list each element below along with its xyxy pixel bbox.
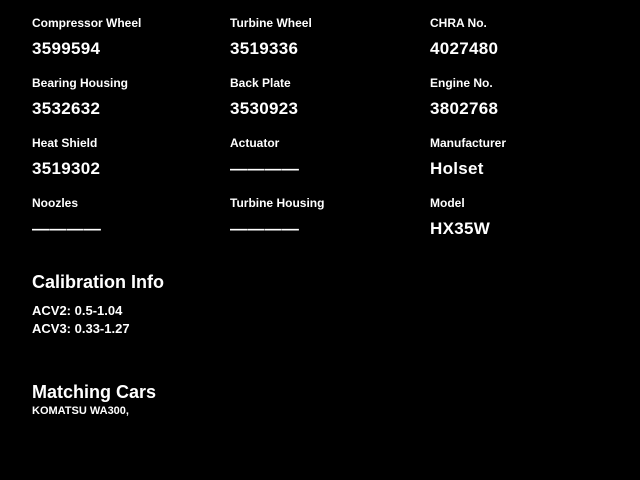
field-value: HX35W <box>430 219 491 238</box>
calibration-lines: ACV2: 0.5-1.04 ACV3: 0.33-1.27 <box>32 302 164 338</box>
field-value: 3802768 <box>430 99 499 118</box>
field-value: 3519336 <box>230 39 299 58</box>
field-label: CHRA No. <box>430 16 487 30</box>
field-label: Compressor Wheel <box>32 16 142 30</box>
field-engine-no: Engine No. 3802768 <box>430 76 610 136</box>
field-noozles: Noozles ———— <box>32 196 230 256</box>
matching-cars-text: KOMATSU WA300, <box>32 405 129 417</box>
field-turbine-housing: Turbine Housing ———— <box>230 196 430 256</box>
calibration-line-acv3: ACV3: 0.33-1.27 <box>32 321 130 336</box>
field-bearing-housing: Bearing Housing 3532632 <box>32 76 230 136</box>
calibration-section: Calibration Info ACV2: 0.5-1.04 ACV3: 0.… <box>32 271 164 338</box>
field-value: 3532632 <box>32 99 101 118</box>
field-value-dash: ———— <box>32 219 102 238</box>
field-label: Heat Shield <box>32 136 98 150</box>
field-actuator: Actuator ———— <box>230 136 430 196</box>
field-label: Bearing Housing <box>32 76 129 90</box>
field-model: Model HX35W <box>430 196 610 256</box>
calibration-title: Calibration Info <box>32 272 164 292</box>
matching-cars-title: Matching Cars <box>32 382 157 402</box>
field-value: 4027480 <box>430 39 499 58</box>
field-label: Turbine Wheel <box>230 16 312 30</box>
field-chra-no: CHRA No. 4027480 <box>430 16 610 76</box>
field-manufacturer: Manufacturer Holset <box>430 136 610 196</box>
field-label: Engine No. <box>430 76 493 90</box>
field-label: Noozles <box>32 196 79 210</box>
calibration-line-acv2: ACV2: 0.5-1.04 <box>32 303 123 318</box>
field-heat-shield: Heat Shield 3519302 <box>32 136 230 196</box>
matching-cars-section: Matching Cars KOMATSU WA300, <box>32 381 156 418</box>
parts-grid: Compressor Wheel 3599594 Turbine Wheel 3… <box>32 16 610 256</box>
field-compressor-wheel: Compressor Wheel 3599594 <box>32 16 230 76</box>
field-value-dash: ———— <box>230 219 300 238</box>
field-value: 3599594 <box>32 39 101 58</box>
field-value-dash: ———— <box>230 159 300 178</box>
field-label: Back Plate <box>230 76 291 90</box>
field-back-plate: Back Plate 3530923 <box>230 76 430 136</box>
field-value: 3530923 <box>230 99 299 118</box>
field-label: Manufacturer <box>430 136 507 150</box>
field-label: Turbine Housing <box>230 196 325 210</box>
field-label: Actuator <box>230 136 280 150</box>
field-value: 3519302 <box>32 159 101 178</box>
field-turbine-wheel: Turbine Wheel 3519336 <box>230 16 430 76</box>
field-value: Holset <box>430 159 484 178</box>
field-label: Model <box>430 196 465 210</box>
